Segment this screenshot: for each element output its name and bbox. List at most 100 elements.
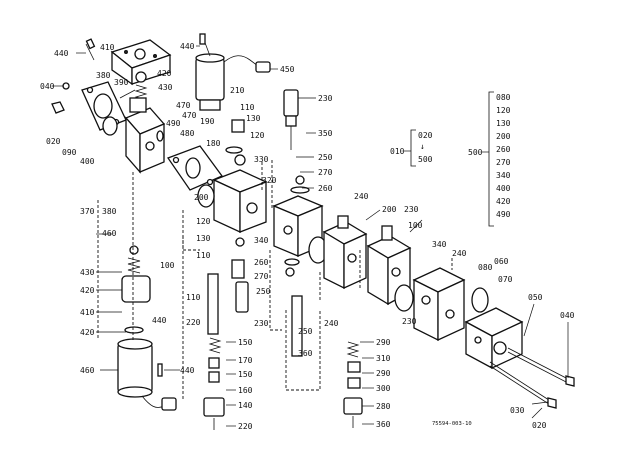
- callout-label: 260: [254, 258, 269, 267]
- callout-label: 250: [298, 327, 313, 336]
- callout-label: 080: [478, 263, 493, 272]
- callout-label: 100: [160, 261, 175, 270]
- spool-stack-b: [284, 258, 363, 428]
- callout-label: 290: [376, 338, 391, 347]
- callout-label: 420: [80, 328, 95, 337]
- callout-label: 200: [382, 205, 397, 214]
- callout-label: 230: [404, 205, 419, 214]
- callout-label: 230: [402, 317, 417, 326]
- solenoid-bottom-part: [117, 245, 177, 411]
- callout-label: 090: [62, 148, 77, 157]
- callout-label: 240: [452, 249, 467, 258]
- callout-label: 070: [498, 275, 513, 284]
- callout-label: 040: [560, 311, 575, 320]
- callout-label: 360: [298, 349, 313, 358]
- bracket-500: 500 080 120 130 200 260 270 340 400 420 …: [468, 93, 511, 219]
- top-cap-part: [85, 38, 172, 101]
- callout-label: 120: [196, 217, 211, 226]
- callout-label: 110: [186, 293, 201, 302]
- bracket-500-item: 260: [496, 145, 511, 154]
- callout-label: 260: [318, 184, 333, 193]
- callout-label: 280: [376, 402, 391, 411]
- callout-label: 440: [180, 42, 195, 51]
- bracket-500-item: 270: [496, 158, 511, 167]
- callout-label: 290: [376, 369, 391, 378]
- callout-label: 460: [102, 229, 117, 238]
- callout-label: 030: [510, 406, 525, 415]
- valve-section-d: [412, 267, 466, 342]
- callout-label: 320: [262, 176, 277, 185]
- callout-label: 340: [432, 240, 447, 249]
- bracket-010: 010 020 ↓ 500: [390, 131, 433, 164]
- callout-label: 240: [324, 319, 339, 328]
- callout-label: 220: [238, 422, 253, 431]
- callout-label: 270: [318, 168, 333, 177]
- callout-label: 380: [96, 71, 111, 80]
- bracket-010-item: 500: [418, 155, 433, 164]
- callout-label: 020: [46, 137, 61, 146]
- bracket-500-item: 400: [496, 184, 511, 193]
- callout-label: 490: [166, 119, 181, 128]
- callout-label: 150: [238, 338, 253, 347]
- bracket-500-label: 500: [468, 148, 483, 157]
- drawing-code: 75594-003-10: [432, 421, 472, 427]
- left-valve-body: [124, 97, 166, 174]
- callout-label: 170: [238, 356, 253, 365]
- callout-label: 360: [376, 420, 391, 429]
- callout-label: 380: [102, 207, 117, 216]
- part-drawings: [51, 33, 575, 430]
- callout-label: 340: [254, 236, 269, 245]
- callout-label: 430: [80, 268, 95, 277]
- callout-label: 120: [250, 131, 265, 140]
- callout-label: 220: [186, 318, 201, 327]
- tie-rods: [489, 347, 575, 409]
- callout-label: 420: [80, 286, 95, 295]
- callout-label: 440: [54, 49, 69, 58]
- left-flange-part: [51, 81, 136, 136]
- callout-label: 440: [152, 316, 167, 325]
- callout-label: 400: [80, 157, 95, 166]
- callout-label: 450: [280, 65, 295, 74]
- callout-label: 250: [256, 287, 271, 296]
- callout-label: 470: [182, 111, 197, 120]
- callout-label: 420: [157, 69, 172, 78]
- plate-part: [166, 145, 224, 208]
- bracket-500-item: 420: [496, 197, 511, 206]
- bracket-500-item: 120: [496, 106, 511, 115]
- bracket-500-item: 130: [496, 119, 511, 128]
- spool-stack-part: [203, 237, 249, 430]
- callout-label: 480: [180, 129, 195, 138]
- callout-label: 300: [376, 384, 391, 393]
- callout-label: 390: [114, 78, 129, 87]
- callout-label: 060: [494, 257, 509, 266]
- callout-label: 190: [200, 117, 215, 126]
- callout-label: 310: [376, 354, 391, 363]
- callout-label: 110: [240, 103, 255, 112]
- cartridge-top: [283, 89, 299, 150]
- callout-label: 230: [254, 319, 269, 328]
- callout-label: 470: [176, 101, 191, 110]
- end-cover-part: [464, 287, 524, 370]
- callout-label: 330: [254, 155, 269, 164]
- callout-labels: 440 410 420 430 380 390 040 020 090 400 …: [40, 42, 575, 431]
- valve-section-b: [322, 215, 368, 290]
- bracket-500-item: 340: [496, 171, 511, 180]
- bracket-010-label: 010: [390, 147, 405, 156]
- solenoid-top-part: [195, 33, 271, 111]
- callout-label: 130: [246, 114, 261, 123]
- callout-label: 130: [196, 234, 211, 243]
- callout-label: 250: [318, 153, 333, 162]
- bracket-010-item: 020: [418, 131, 433, 140]
- callout-label: 270: [254, 272, 269, 281]
- valve-section-c: [366, 225, 414, 312]
- callout-label: 350: [318, 129, 333, 138]
- callout-label: 200: [194, 193, 209, 202]
- bracket-010-arrow: ↓: [420, 142, 425, 151]
- bracket-shapes: [404, 91, 494, 227]
- callout-label: 040: [40, 82, 55, 91]
- middle-body-part: [212, 119, 268, 234]
- callout-label: 410: [80, 308, 95, 317]
- bracket-500-item: 080: [496, 93, 511, 102]
- dashed-guides: [97, 160, 453, 400]
